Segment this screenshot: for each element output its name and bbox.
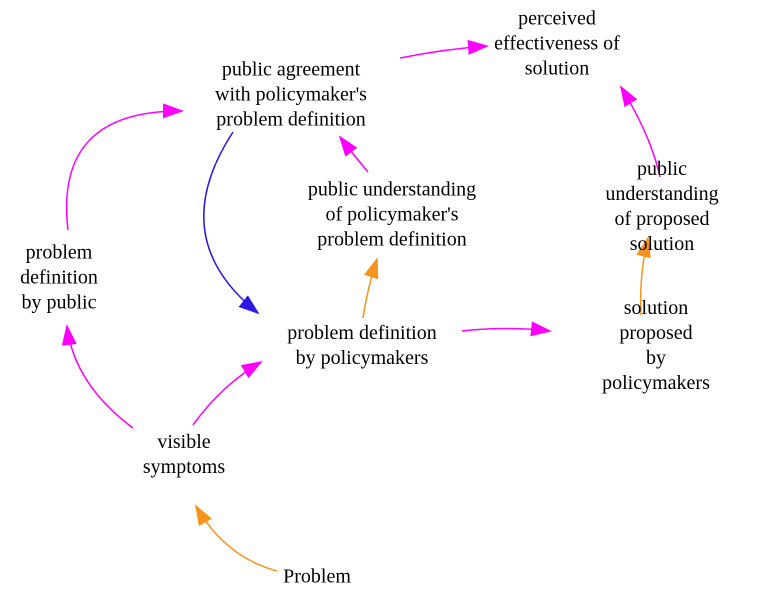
edge-symptoms-to-pdpolicymakers	[192, 360, 263, 426]
edge-pdpolicymakers-to-solution	[461, 321, 552, 337]
edge-agreement-to-pdpolicymakers	[203, 131, 260, 315]
edge-pusolution-to-effectiveness	[619, 85, 661, 178]
node-problem-definition-public: problem definition by public	[20, 241, 98, 314]
node-public-understanding-policymakers: public understanding of policymaker's pr…	[307, 178, 477, 251]
node-public-agreement: public agreement with policymaker's prob…	[215, 58, 367, 131]
edge-pdpublic-to-agreement	[66, 103, 184, 231]
edge-pdpolicymakers-to-pupolicymakers	[362, 257, 379, 319]
node-problem: Problem	[283, 565, 351, 588]
edge-solution-to-pusolution	[636, 236, 651, 316]
edge-symptoms-to-pdpublic	[61, 324, 134, 429]
node-problem-definition-policymakers: problem definition by policymakers	[287, 322, 437, 369]
node-solution-proposed: solution proposed by policymakers	[602, 297, 710, 394]
edge-agreement-to-effectiveness	[399, 39, 489, 59]
node-public-understanding-solution: public understanding of proposed solutio…	[605, 158, 719, 255]
node-perceived-effectiveness: perceived effectiveness of solution	[494, 7, 620, 80]
node-visible-symptoms: visible symptoms	[142, 431, 226, 478]
edge-problem-to-symptoms	[195, 504, 278, 572]
edge-pupolicymakers-to-agreement	[338, 135, 369, 173]
